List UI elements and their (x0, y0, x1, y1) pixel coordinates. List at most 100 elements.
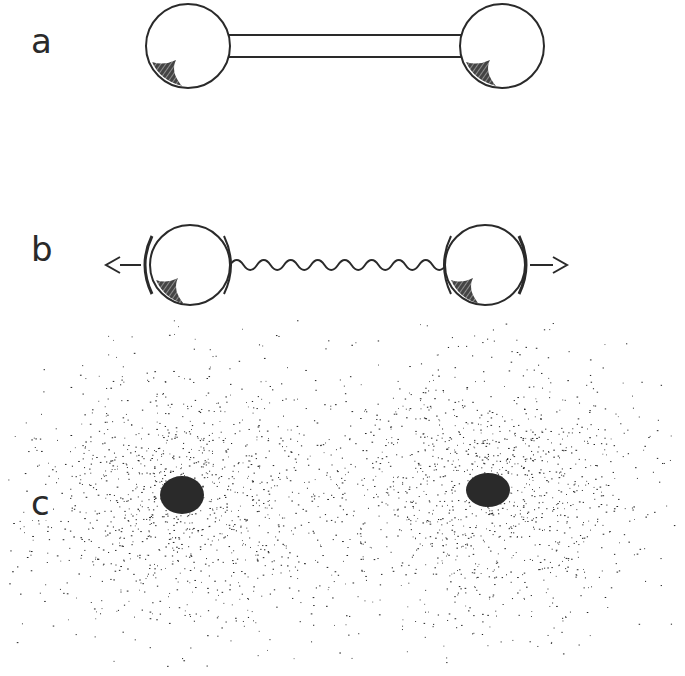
stipple-dot (70, 435, 72, 436)
stipple-dot (416, 569, 417, 570)
stipple-dot (307, 488, 308, 489)
stipple-dot (648, 437, 649, 438)
stipple-dot (115, 565, 116, 566)
stipple-dot (152, 473, 154, 474)
stipple-dot (408, 410, 410, 411)
stipple-dot (420, 324, 422, 325)
stipple-dot (373, 435, 374, 436)
stipple-dot (197, 530, 199, 531)
stipple-dot (324, 404, 326, 405)
stipple-dot (181, 548, 183, 549)
stipple-dot (539, 472, 541, 473)
stipple-dot (92, 409, 93, 410)
stipple-dot (614, 554, 615, 555)
stipple-dot (473, 430, 475, 431)
stipple-dot (294, 567, 296, 568)
stipple-dot (114, 460, 115, 461)
stipple-dot (453, 409, 455, 410)
stipple-dot (138, 455, 139, 456)
stipple-dot (94, 511, 96, 512)
stipple-dot (531, 474, 532, 475)
stipple-dot (549, 530, 551, 531)
stipple-dot (529, 484, 531, 485)
stipple-dot (224, 411, 226, 412)
stipple-dot (123, 422, 125, 423)
stipple-dot (454, 517, 456, 518)
stipple-dot (216, 356, 217, 357)
stipple-dot (269, 402, 271, 403)
stipple-dot (189, 529, 190, 530)
stipple-dot (165, 546, 167, 547)
stipple-dot (156, 506, 158, 507)
stipple-dot (114, 437, 116, 438)
stipple-dot (205, 460, 206, 461)
stipple-dot (119, 545, 121, 546)
stipple-dot (353, 511, 354, 512)
stipple-dot (527, 513, 528, 514)
stipple-dot (186, 516, 188, 517)
stipple-dot (169, 593, 171, 594)
stipple-dot (232, 476, 233, 477)
stipple-dot (203, 464, 205, 465)
stipple-dot (464, 578, 466, 579)
stipple-dot (329, 477, 331, 478)
stipple-dot (452, 501, 453, 502)
stipple-dot (113, 661, 115, 662)
stipple-dot (124, 561, 125, 562)
stipple-dot (189, 466, 191, 467)
stipple-dot (287, 367, 289, 368)
stipple-dot (405, 409, 407, 410)
stipple-dot (508, 473, 509, 474)
stipple-dot (304, 482, 306, 483)
stipple-dot (81, 484, 83, 485)
stipple-dot (239, 422, 240, 423)
stipple-dot (275, 500, 276, 501)
stipple-dot (198, 450, 200, 451)
stipple-dot (44, 601, 46, 602)
stipple-dot (269, 494, 271, 495)
stipple-dot (148, 499, 149, 500)
stipple-dot (148, 555, 149, 556)
stipple-dot (457, 536, 459, 537)
stipple-dot (127, 472, 129, 473)
stipple-dot (57, 440, 59, 441)
stipple-dot (509, 528, 511, 529)
stipple-dot (149, 524, 151, 525)
stipple-dot (591, 424, 592, 425)
stipple-dot (131, 544, 132, 545)
stipple-dot (238, 462, 239, 463)
stipple-dot (31, 439, 33, 440)
stipple-dot (425, 612, 427, 613)
stipple-dot (635, 467, 637, 468)
stipple-dot (41, 414, 43, 415)
stipple-dot (151, 613, 153, 614)
stipple-dot (476, 515, 477, 516)
stipple-dot (210, 349, 211, 350)
stipple-dot (410, 524, 411, 525)
stipple-dot (261, 482, 262, 483)
stipple-dot (517, 506, 519, 507)
stipple-dot (139, 510, 141, 511)
stipple-dot (165, 556, 167, 557)
stipple-dot (95, 611, 97, 612)
stipple-dot (252, 401, 253, 402)
stipple-dot (218, 595, 220, 596)
stipple-dot (223, 537, 224, 538)
stipple-dot (585, 485, 587, 486)
stipple-dot (553, 323, 554, 324)
stipple-dot (424, 604, 426, 605)
stipple-dot (112, 421, 114, 422)
stipple-dot (558, 456, 559, 457)
stipple-dot (185, 556, 187, 557)
stipple-dot (208, 610, 209, 611)
stipple-dot (126, 464, 127, 465)
stipple-dot (376, 461, 377, 462)
stipple-dot (319, 469, 320, 470)
stipple-dot (146, 450, 148, 451)
atom-ball (460, 4, 544, 88)
stipple-dot (551, 567, 552, 568)
stipple-dot (499, 431, 500, 432)
stipple-dot (138, 460, 139, 461)
stipple-dot (138, 460, 139, 461)
stipple-dot (197, 531, 199, 532)
